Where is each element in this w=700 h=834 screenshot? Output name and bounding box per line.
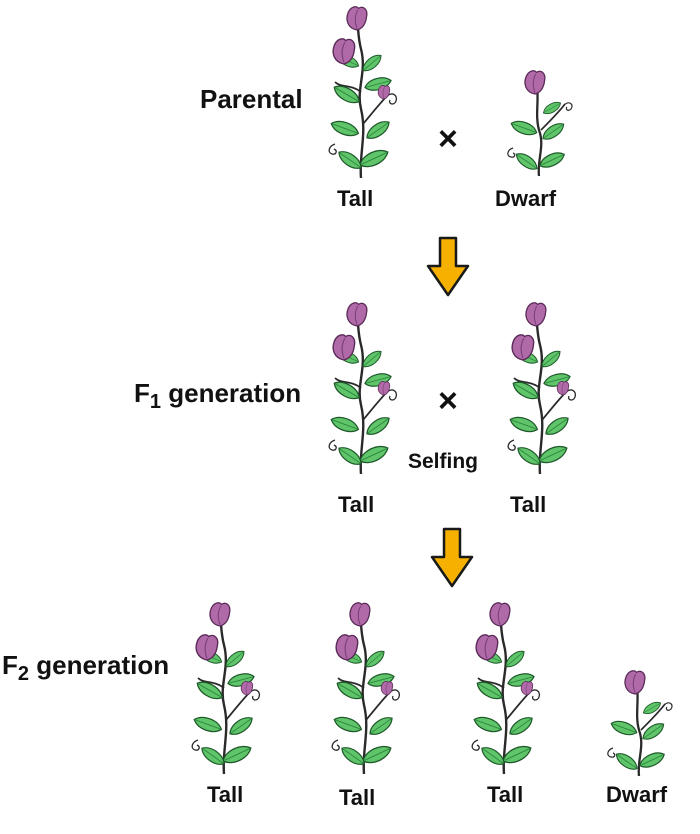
plant-label-f1-right: Tall xyxy=(510,492,547,517)
tall-pea-plant-icon xyxy=(328,302,398,475)
tall-pea-plant-icon xyxy=(191,602,261,775)
cross-symbol-f1: × xyxy=(438,382,458,420)
down-arrow-icon xyxy=(430,527,474,588)
f2-generation-label: F2 generation xyxy=(2,650,170,685)
plant-label-parental-dwarf: Dwarf xyxy=(495,186,557,211)
plant-label-f2-1: Tall xyxy=(207,782,244,807)
plant-label-parental-tall: Tall xyxy=(337,186,374,211)
tall-pea-plant-icon xyxy=(328,6,398,179)
plant-label-f2-3: Tall xyxy=(487,782,524,807)
plant-label-f2-4: Dwarf xyxy=(606,782,668,807)
down-arrow-icon xyxy=(426,236,470,297)
dwarf-pea-plant-icon xyxy=(607,670,673,777)
plant-label-f2-2: Tall xyxy=(339,785,376,810)
cross-symbol-parental: × xyxy=(438,120,458,158)
tall-pea-plant-icon xyxy=(507,302,577,475)
tall-pea-plant-icon xyxy=(331,602,401,775)
dwarf-pea-plant-icon xyxy=(507,70,573,177)
parental-label: Parental xyxy=(200,84,303,114)
f1-generation-label: F1 generation xyxy=(134,378,302,413)
plant-label-f1-left: Tall xyxy=(338,492,375,517)
selfing-label: Selfing xyxy=(408,450,479,473)
tall-pea-plant-icon xyxy=(471,602,541,775)
